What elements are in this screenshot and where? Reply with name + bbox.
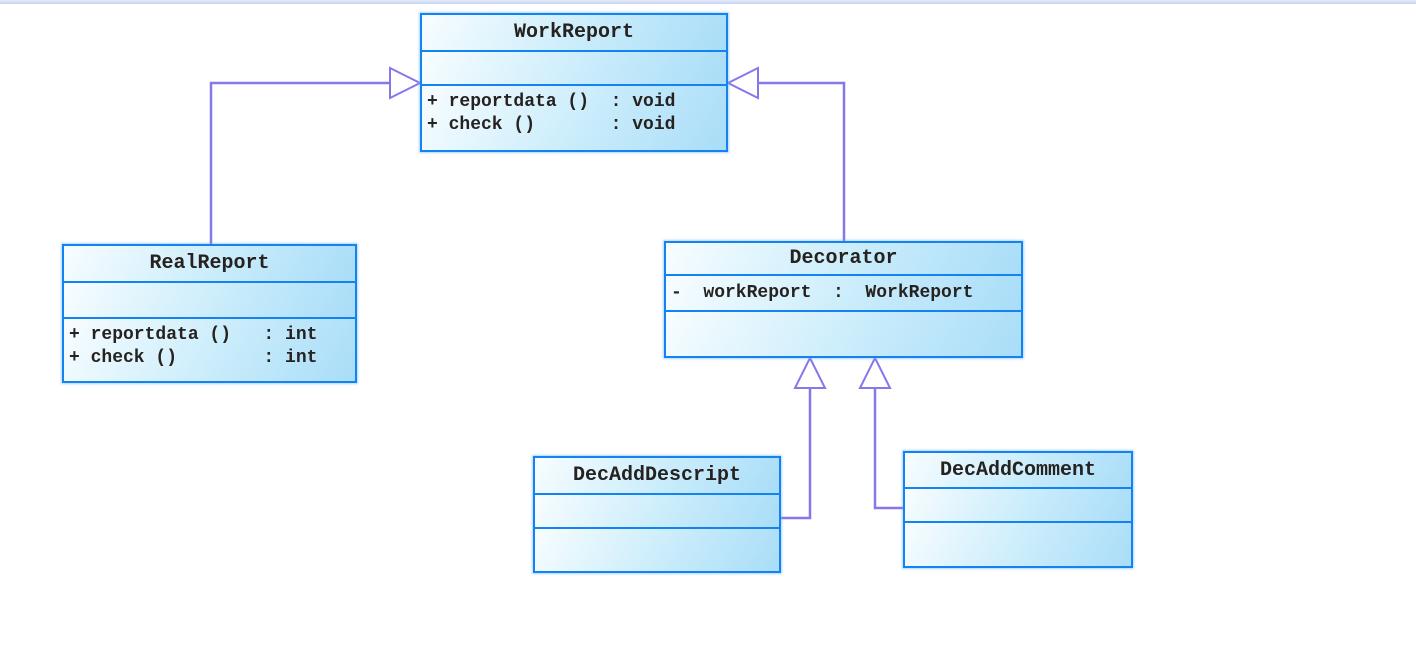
generalization-arrowhead-up xyxy=(858,355,892,389)
class-title: WorkReport xyxy=(422,15,726,50)
class-title: RealReport xyxy=(64,246,355,281)
attributes-compartment xyxy=(535,493,779,527)
operation: + reportdata () : int xyxy=(69,325,318,345)
operations-compartment: + reportdata () : void + check () : void xyxy=(422,84,726,150)
operations-compartment xyxy=(905,521,1131,566)
operation: + check () : void xyxy=(427,115,676,135)
attributes-compartment: - workReport : WorkReport xyxy=(666,274,1021,310)
class-title: DecAddComment xyxy=(905,453,1131,487)
edge-realreport-to-workreport xyxy=(209,66,423,244)
generalization-arrowhead-up xyxy=(793,355,827,389)
class-box-realreport[interactable]: RealReport + reportdata () : int + check… xyxy=(62,244,357,383)
class-box-decaddcomment[interactable]: DecAddComment xyxy=(903,451,1133,568)
operation: + check () : int xyxy=(69,348,318,368)
class-title: DecAddDescript xyxy=(535,458,779,493)
class-box-workreport[interactable]: WorkReport + reportdata () : void + chec… xyxy=(420,13,728,152)
operations-compartment xyxy=(535,527,779,571)
edge-decadddescript-to-decorator xyxy=(781,355,827,520)
edge-decaddcomment-to-decorator xyxy=(858,355,903,510)
generalization-arrowhead-right xyxy=(389,66,423,100)
class-box-decadddescript[interactable]: DecAddDescript xyxy=(533,456,781,573)
operations-compartment xyxy=(666,310,1021,356)
attributes-compartment xyxy=(422,50,726,84)
edge-decorator-to-workreport xyxy=(725,66,846,241)
attribute: - workReport : WorkReport xyxy=(671,282,974,303)
operations-compartment: + reportdata () : int + check () : int xyxy=(64,317,355,381)
operation: + reportdata () : void xyxy=(427,92,676,112)
generalization-arrowhead-left xyxy=(725,66,759,100)
attributes-compartment xyxy=(64,281,355,317)
window-top-border xyxy=(0,0,1416,4)
class-box-decorator[interactable]: Decorator - workReport : WorkReport xyxy=(664,241,1023,358)
class-title: Decorator xyxy=(666,243,1021,274)
attributes-compartment xyxy=(905,487,1131,521)
